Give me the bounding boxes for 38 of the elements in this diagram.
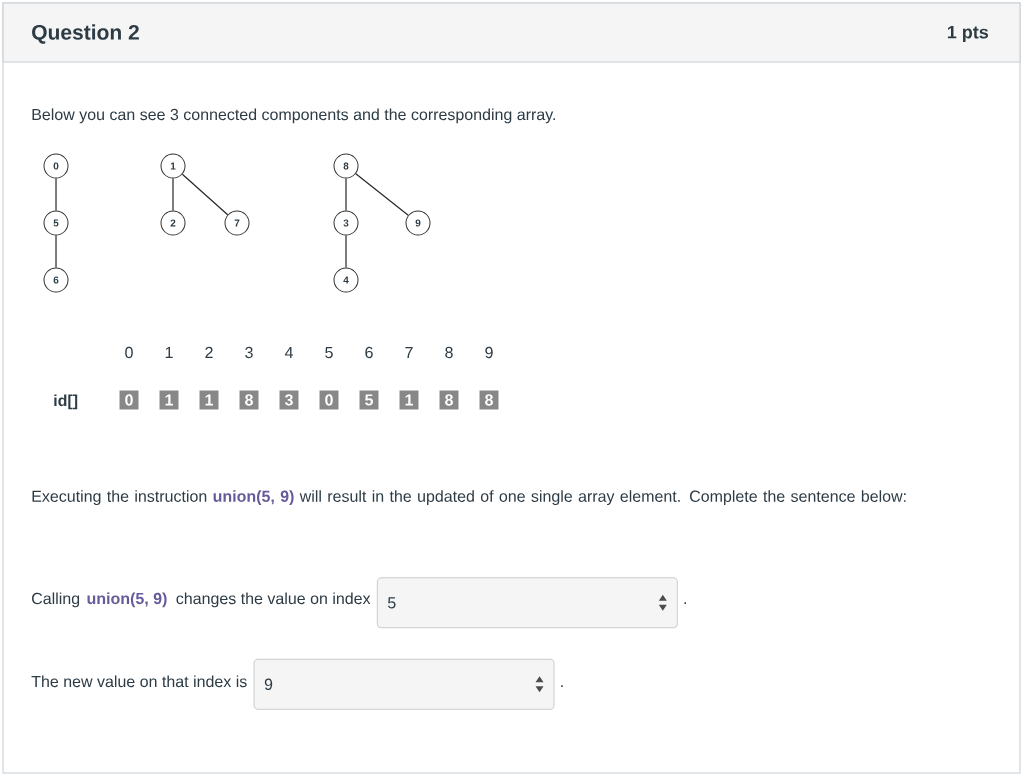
graph-vertex: 3	[333, 210, 359, 236]
tree-edge	[345, 234, 347, 269]
graph-vertex: 6	[43, 267, 69, 293]
index-number: 3	[245, 346, 253, 359]
question-title: Question 2	[32, 24, 139, 44]
tree-edge	[181, 173, 229, 216]
graph-vertex: 5	[43, 210, 69, 236]
graph-vertex: 9	[405, 210, 431, 236]
index-number: 9	[485, 346, 493, 359]
tree-edge	[172, 177, 174, 212]
sentence-text: will result in the updated of one single array element. Complete the sentence below:	[299, 490, 906, 506]
graph-vertex: 7	[224, 210, 250, 236]
points-text: 1 pts	[947, 25, 989, 43]
index-number: 0	[125, 346, 133, 359]
tree-edge	[55, 177, 57, 212]
sentence-text: Executing the instruction	[32, 490, 207, 506]
graph-vertex: 8	[333, 153, 359, 179]
index-number: 4	[284, 347, 293, 358]
graph-vertex: 4	[333, 267, 359, 293]
index-number: 6	[365, 346, 373, 359]
graph-vertex: 2	[160, 210, 186, 236]
code-text: union(5, 9)	[213, 490, 294, 506]
array-name: id[]	[54, 394, 78, 410]
index-number: 5	[325, 347, 333, 359]
index-number: 8	[445, 346, 453, 359]
sentence-text: Calling	[32, 592, 80, 608]
index-number: 1	[165, 347, 173, 358]
graph-vertex: 1	[160, 153, 186, 179]
tree-edge	[355, 173, 409, 216]
index-number: 7	[405, 347, 413, 358]
sentence-text: Below you can see 3 connected components and the corresponding array.	[32, 108, 556, 124]
dropdown-select: 5	[376, 577, 678, 629]
dropdown-select: 9	[253, 658, 555, 710]
graph-vertex: 0	[43, 153, 69, 179]
code-text: union(5, 9)	[87, 592, 167, 608]
tree-edge	[345, 177, 347, 212]
index-number: 2	[205, 346, 213, 358]
tree-edge	[55, 234, 57, 269]
